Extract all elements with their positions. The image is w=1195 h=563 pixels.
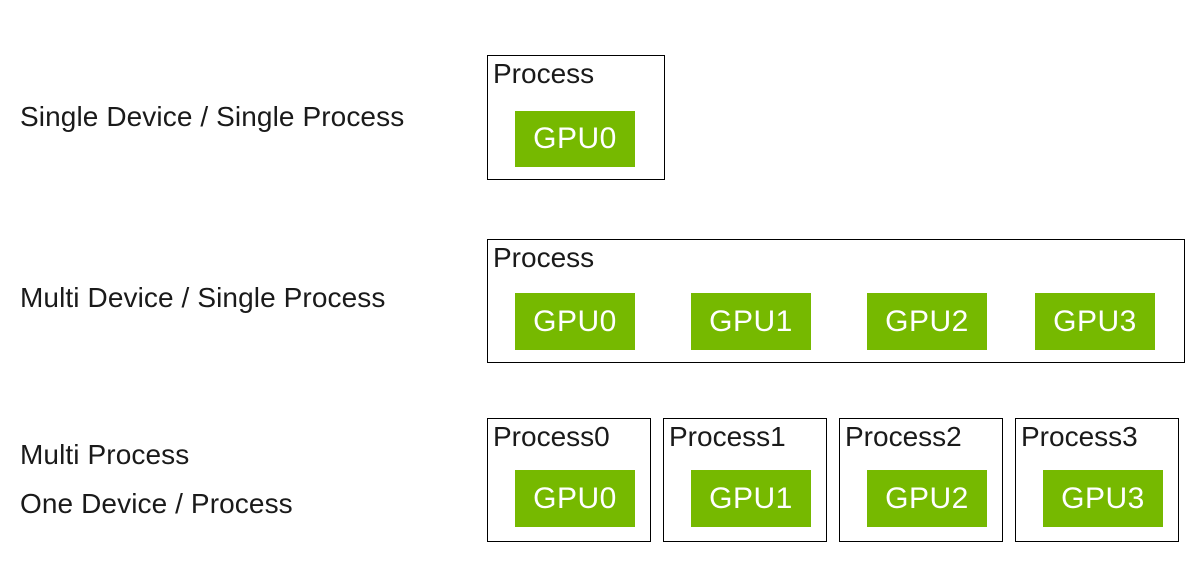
process-box-title: Process3: [1021, 421, 1138, 452]
row-label-multi-process: Multi Process: [20, 439, 190, 470]
process-box-title: Process: [493, 58, 595, 89]
process-box-title: Process1: [669, 421, 786, 452]
process-box-process3: Process3 GPU3: [1015, 418, 1179, 542]
gpu-chip-gpu0: GPU0: [515, 111, 635, 167]
gpu-chip-gpu3: GPU3: [1043, 470, 1163, 527]
gpu-chip-gpu0: GPU0: [515, 293, 635, 350]
process-box-process0: Process0 GPU0: [487, 418, 651, 542]
process-box-single: Process GPU0: [487, 55, 665, 180]
gpu-chip-gpu0: GPU0: [515, 470, 635, 527]
process-box-title: Process: [493, 242, 595, 273]
process-box-process1: Process1 GPU1: [663, 418, 827, 542]
row-label-single-device-single-process: Single Device / Single Process: [20, 101, 405, 132]
process-box-title: Process0: [493, 421, 610, 452]
row-label-multi-device-single-process: Multi Device / Single Process: [20, 282, 386, 313]
gpu-chip-gpu1: GPU1: [691, 293, 811, 350]
process-box-title: Process2: [845, 421, 962, 452]
row-label-one-device-per-process: One Device / Process: [20, 488, 293, 519]
process-box-process2: Process2 GPU2: [839, 418, 1003, 542]
gpu-chip-gpu2: GPU2: [867, 293, 987, 350]
gpu-chip-gpu3: GPU3: [1035, 293, 1155, 350]
gpu-chip-gpu2: GPU2: [867, 470, 987, 527]
process-box-multi-device: Process GPU0 GPU1 GPU2 GPU3: [487, 239, 1185, 363]
gpu-chip-gpu1: GPU1: [691, 470, 811, 527]
